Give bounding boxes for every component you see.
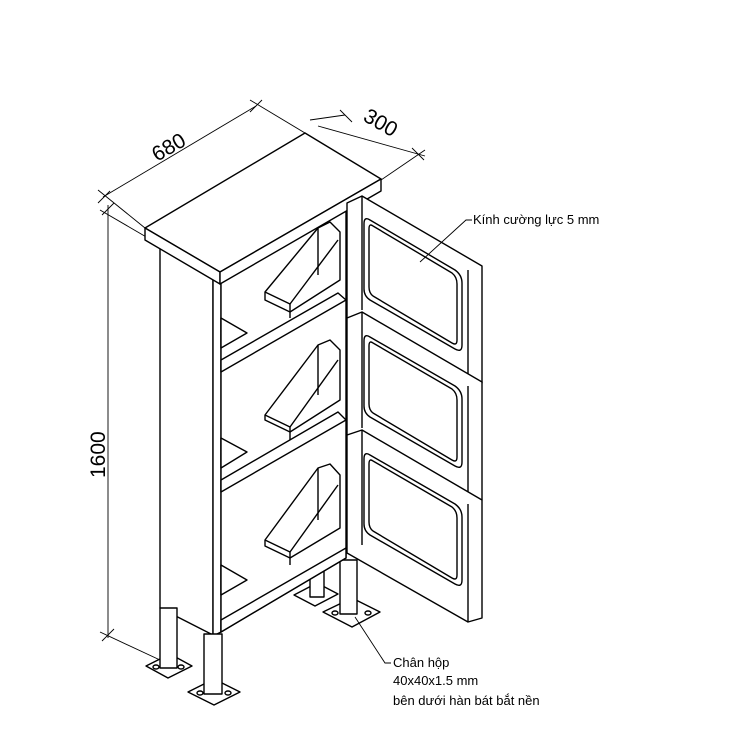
glass-leader-line	[419, 219, 472, 263]
glass-door-bottom[interactable]	[346, 429, 483, 623]
depth-label: 300	[360, 104, 402, 141]
dimension-width	[97, 99, 306, 229]
leg-back-right	[322, 559, 381, 628]
legs-annotation-3: bên dưới hàn bát bắt nền	[393, 693, 540, 708]
leg-front-left	[145, 607, 193, 679]
height-label: 1600	[87, 431, 110, 478]
cabinet-front-edge	[212, 270, 222, 637]
dimension-depth	[309, 109, 426, 181]
glass-annotation: Kính cường lực 5 mm	[473, 212, 599, 227]
legs-annotation-2: 40x40x1.5 mm	[393, 673, 478, 688]
width-label: 680	[148, 129, 190, 166]
leg-front-center	[187, 633, 241, 706]
shelves	[220, 292, 347, 633]
cabinet-top	[144, 132, 382, 285]
cabinet-side-panel	[159, 244, 214, 636]
legs-annotation-1: Chân hộp	[393, 655, 449, 670]
magazine-holders	[264, 221, 341, 565]
legs-leader-line	[354, 616, 391, 664]
